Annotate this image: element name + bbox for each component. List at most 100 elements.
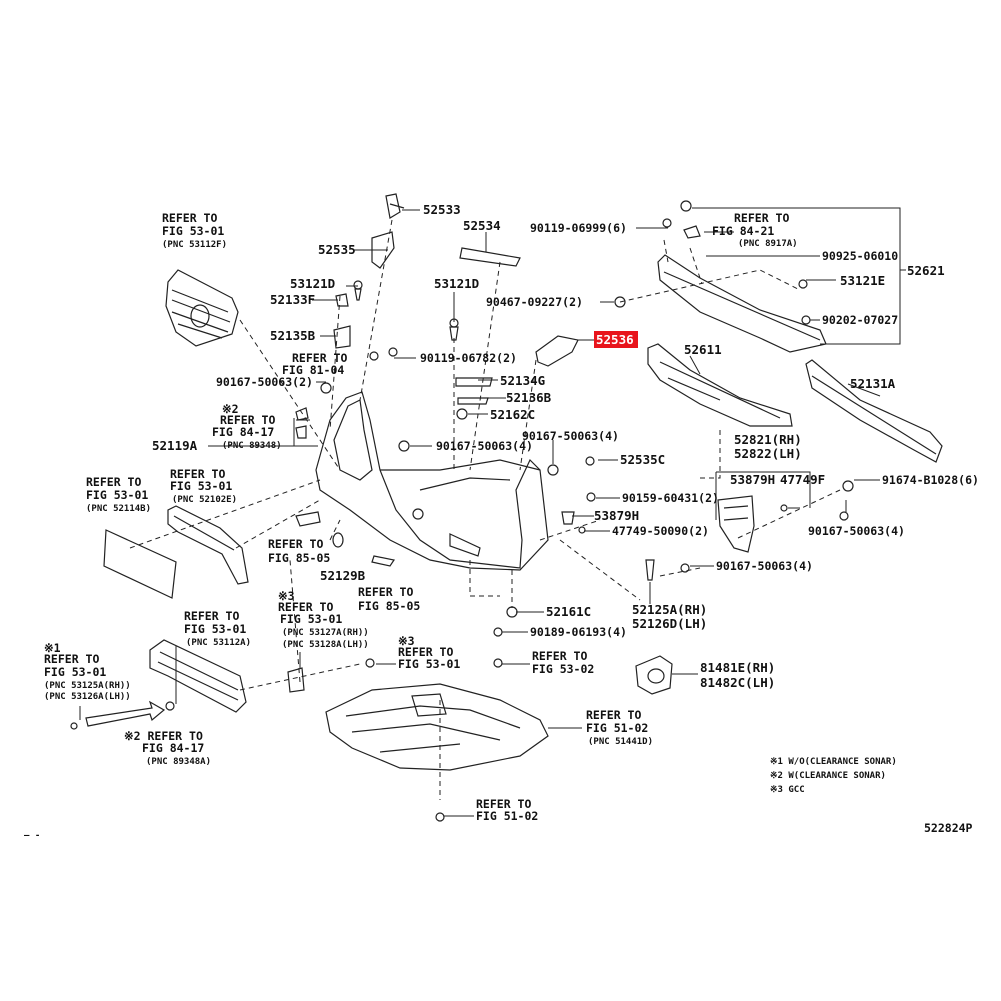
legend: ※1 W/O(CLEARANCE SONAR) ※2 W(CLEARANCE S…: [770, 757, 897, 795]
ref-text-line: REFER TO: [162, 211, 217, 225]
ref-text-line: FIG 51-02: [586, 721, 648, 735]
ref-text-line: ※1: [44, 641, 61, 655]
ref-fig-53-01-upper-grille[interactable]: REFER TO FIG 53-01 (PNC 53112F): [162, 211, 227, 250]
label-52131a: 52131A: [850, 376, 896, 391]
legend-item-1: ※1 W/O(CLEARANCE SONAR): [770, 757, 897, 767]
ref-text-line: (PNC 53125A(RH)): [44, 681, 131, 691]
ref-text-line: FIG 53-01: [44, 665, 106, 679]
bracket-52536-drawing: [535, 335, 579, 367]
ref-text-line: REFER TO: [170, 467, 225, 481]
lower-grille-molding-drawing: [167, 505, 249, 585]
ref-text-line: (PNC 53128A(LH)): [282, 640, 369, 650]
ref-fig-53-01-53112a[interactable]: REFER TO FIG 53-01 (PNC 53112A): [184, 609, 251, 648]
ref-text-line: REFER TO: [220, 413, 275, 427]
label-52535: 52535: [318, 242, 356, 257]
ref-text-line: FIG 53-01: [398, 657, 460, 671]
legend-item-3: ※3 GCC: [770, 785, 805, 795]
bumper-reinforcement-drawing: [657, 239, 827, 353]
ref-fig-53-01-wo-sonar[interactable]: ※1 REFER TO FIG 53-01 (PNC 53125A(RH)) (…: [44, 641, 131, 702]
ref-text-line: ※3: [398, 634, 415, 648]
ref-fig-84-17-lower[interactable]: ※2 REFER TO FIG 84-17 (PNC 89348A): [124, 729, 211, 767]
ref-text-line: (PNC 51441D): [588, 737, 653, 747]
highlighted-part-52536[interactable]: 52536: [594, 331, 638, 348]
ref-text-line: FIG 53-01: [170, 479, 232, 493]
lower-grille-drawing: [70, 639, 247, 730]
label-90189-06193: 90189-06193(4): [530, 625, 627, 639]
ref-text-line: REFER TO: [476, 797, 531, 811]
label-47749-50090: 47749-50090(2): [612, 524, 709, 538]
ref-text-line: REFER TO: [278, 600, 333, 614]
label-53121e: 53121E: [840, 273, 885, 288]
label-52822-lh: 52822(LH): [734, 446, 802, 461]
ref-fig-53-02[interactable]: REFER TO FIG 53-02: [532, 649, 594, 676]
ref-fig-53-01-gcc-center[interactable]: ※3 REFER TO FIG 53-01: [398, 634, 460, 671]
ref-text-line: REFER TO: [586, 708, 641, 722]
label-52621: 52621: [907, 263, 945, 278]
ref-text-line: (PNC 52102E): [172, 495, 237, 505]
label-47749f: 47749F: [780, 472, 825, 487]
ref-text-line: (PNC 53112A): [186, 638, 251, 648]
ref-text-line: ※3: [278, 589, 295, 603]
ref-text-line: REFER TO: [292, 351, 347, 365]
ref-fig-85-05-center[interactable]: REFER TO FIG 85-05: [358, 585, 420, 613]
label-52135b: 52135B: [270, 328, 316, 343]
diagram-code: 522824P: [924, 821, 973, 835]
ref-text-line: REFER TO: [532, 649, 587, 663]
clip-52125a-drawing: [645, 559, 655, 581]
clip-set-left-drawing: [333, 280, 363, 349]
ref-fig-51-02-51441d[interactable]: REFER TO FIG 51-02 (PNC 51441D): [586, 708, 653, 747]
ref-text-line: REFER TO: [398, 645, 453, 659]
ref-text-line: (PNC 89348A): [146, 757, 211, 767]
label-90467-09227: 90467-09227(2): [486, 295, 583, 309]
ref-text-line: REFER TO: [44, 652, 99, 666]
bumper-absorber-bar-drawing: [805, 359, 943, 463]
side-bracket-drawing: [717, 480, 854, 553]
legend-item-2: ※2 W(CLEARANCE SONAR): [770, 771, 886, 781]
label-90119-06999: 90119-06999(6): [530, 221, 627, 235]
label-52534: 52534: [463, 218, 501, 233]
label-53121d-left: 53121D: [290, 276, 335, 291]
ref-text-line: FIG 53-02: [532, 662, 594, 676]
label-90167-50063-4-center: 90167-50063(4): [436, 439, 533, 453]
energy-absorber-drawing: [647, 343, 793, 427]
ref-fig-84-17-sonar[interactable]: ※2 REFER TO FIG 84-17 (PNC 89348): [212, 402, 282, 451]
upper-grille-drawing: [165, 269, 239, 347]
ref-text-line: (PNC 53126A(LH)): [44, 692, 131, 702]
ref-text-line: REFER TO: [358, 585, 413, 599]
label-53879h-right: 53879H: [730, 472, 775, 487]
ref-text-line: FIG 81-04: [282, 363, 344, 377]
ref-text-line: FIG 84-21: [712, 224, 774, 238]
gcc-bracket-drawing: [287, 667, 305, 693]
ref-text-line: FIG 84-17: [142, 741, 204, 755]
label-52162c: 52162C: [490, 407, 535, 422]
ref-text-line: FIG 85-05: [358, 599, 420, 613]
ref-fig-53-01-52114b[interactable]: REFER TO FIG 53-01 (PNC 52114B): [86, 475, 151, 514]
ref-text-line: FIG 53-01: [162, 224, 224, 238]
label-52535c: 52535C: [620, 452, 665, 467]
label-90167-50063-4-upper: 90167-50063(4): [522, 429, 619, 443]
ref-fig-51-02-bottom[interactable]: REFER TO FIG 51-02: [476, 797, 538, 823]
label-52134g: 52134G: [500, 373, 545, 388]
ref-fig-53-01-gcc[interactable]: ※3 REFER TO FIG 53-01 (PNC 53127A(RH)) (…: [278, 589, 369, 650]
bracket-52533-drawing: [385, 193, 405, 219]
ref-fig-85-05-left[interactable]: REFER TO FIG 85-05: [268, 537, 330, 565]
label-52133f: 52133F: [270, 292, 315, 307]
label-52536: 52536: [596, 332, 634, 347]
ref-fig-81-04[interactable]: REFER TO FIG 81-04: [282, 351, 347, 377]
label-90159-60431: 90159-60431(2): [622, 491, 719, 505]
ref-text-line: FIG 85-05: [268, 551, 330, 565]
label-90925-06010: 90925-06010: [822, 249, 898, 263]
ref-text-line: FIG 53-01: [184, 622, 246, 636]
ref-text-line: (PNC 53127A(RH)): [282, 628, 369, 638]
label-81482c-lh: 81482C(LH): [700, 675, 775, 690]
bolts-top-right-drawing: [614, 200, 811, 325]
ref-text-line: REFER TO: [268, 537, 323, 551]
ref-text-line: ※2: [222, 402, 239, 416]
label-52125a-rh: 52125A(RH): [632, 602, 707, 617]
label-90167-50063-4-lower: 90167-50063(4): [716, 559, 813, 573]
ref-fig-53-01-52102e[interactable]: REFER TO FIG 53-01 (PNC 52102E): [170, 467, 237, 505]
label-90167-50063-2: 90167-50063(2): [216, 375, 313, 389]
ref-fig-84-21[interactable]: REFER TO FIG 84-21 (PNC 8917A): [712, 211, 798, 249]
label-52126d-lh: 52126D(LH): [632, 616, 707, 631]
